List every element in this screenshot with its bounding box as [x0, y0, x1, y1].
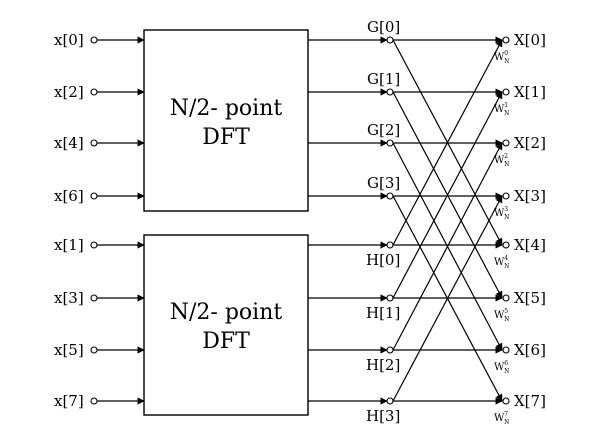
butterfly-node [386, 139, 394, 147]
input-label: x[2] [54, 83, 84, 101]
input-node [90, 294, 98, 302]
input-node [90, 88, 98, 96]
input-label: x[3] [54, 289, 84, 307]
output-label: X[6] [514, 341, 546, 359]
input-node [90, 36, 98, 44]
output-label: X[4] [514, 236, 546, 254]
input-label: x[6] [54, 187, 84, 205]
output-label: X[0] [514, 31, 546, 49]
input-node [90, 397, 98, 405]
h-label: H[2] [366, 356, 400, 374]
butterfly-node [386, 346, 394, 354]
butterfly-node [386, 294, 394, 302]
output-node [502, 241, 510, 249]
h-label: H[1] [366, 304, 400, 322]
butterfly-node [386, 192, 394, 200]
dft-block-top-subtitle: DFT [202, 125, 250, 150]
butterfly-line [392, 142, 503, 351]
input-label: x[1] [54, 236, 84, 254]
butterfly-node [386, 88, 394, 96]
g-label: G[0] [367, 18, 400, 36]
output-node [502, 88, 510, 96]
h-label: H[0] [366, 251, 400, 269]
input-label: x[4] [54, 134, 84, 152]
output-label: X[5] [514, 289, 546, 307]
butterfly-node [386, 397, 394, 405]
input-node [90, 346, 98, 354]
butterfly-node [386, 241, 394, 249]
input-node [90, 241, 98, 249]
h-label: H[3] [366, 407, 400, 425]
g-label: G[3] [367, 174, 400, 192]
input-label: x[5] [54, 341, 84, 359]
output-node [502, 346, 510, 354]
output-label: X[2] [514, 134, 546, 152]
butterfly-node [386, 36, 394, 44]
input-node [90, 139, 98, 147]
input-label: x[7] [54, 392, 84, 410]
input-label: x[0] [54, 31, 84, 49]
g-label: G[1] [367, 70, 400, 88]
output-node [502, 192, 510, 200]
output-node [502, 294, 510, 302]
output-label: X[1] [514, 83, 546, 101]
butterfly-line [392, 39, 503, 246]
dft-block-top-title: N/2- point [170, 96, 283, 121]
dft-block-bottom [143, 234, 309, 416]
output-label: X[7] [514, 392, 546, 410]
output-node [502, 397, 510, 405]
dft-block-bottom-subtitle: DFT [202, 329, 250, 354]
output-label: X[3] [514, 187, 546, 205]
g-label: G[2] [367, 121, 400, 139]
dft-block-top [143, 29, 309, 212]
dft-block-bottom-title: N/2- point [170, 300, 283, 325]
output-node [502, 139, 510, 147]
input-node [90, 192, 98, 200]
butterfly-line [392, 91, 503, 299]
output-node [502, 36, 510, 44]
butterfly-line [392, 195, 503, 402]
